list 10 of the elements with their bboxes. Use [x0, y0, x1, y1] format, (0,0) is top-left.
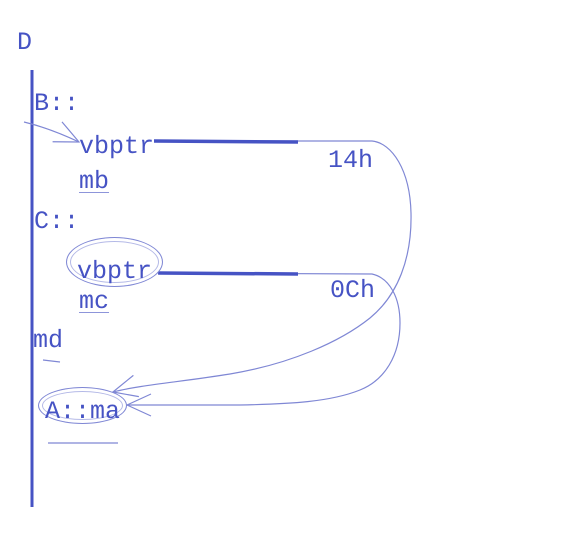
- arrow: [24, 121, 80, 143]
- member-name: vbptr: [79, 134, 154, 159]
- member-name: md: [33, 328, 64, 353]
- scope-label: C::: [34, 209, 80, 234]
- circled-member: A::ma: [38, 387, 127, 424]
- member-name: mc: [79, 289, 110, 314]
- member-name: mb: [79, 169, 110, 194]
- circled-member: vbptr: [66, 237, 163, 287]
- object-title: D: [17, 30, 32, 55]
- scope-label: B::: [34, 91, 80, 116]
